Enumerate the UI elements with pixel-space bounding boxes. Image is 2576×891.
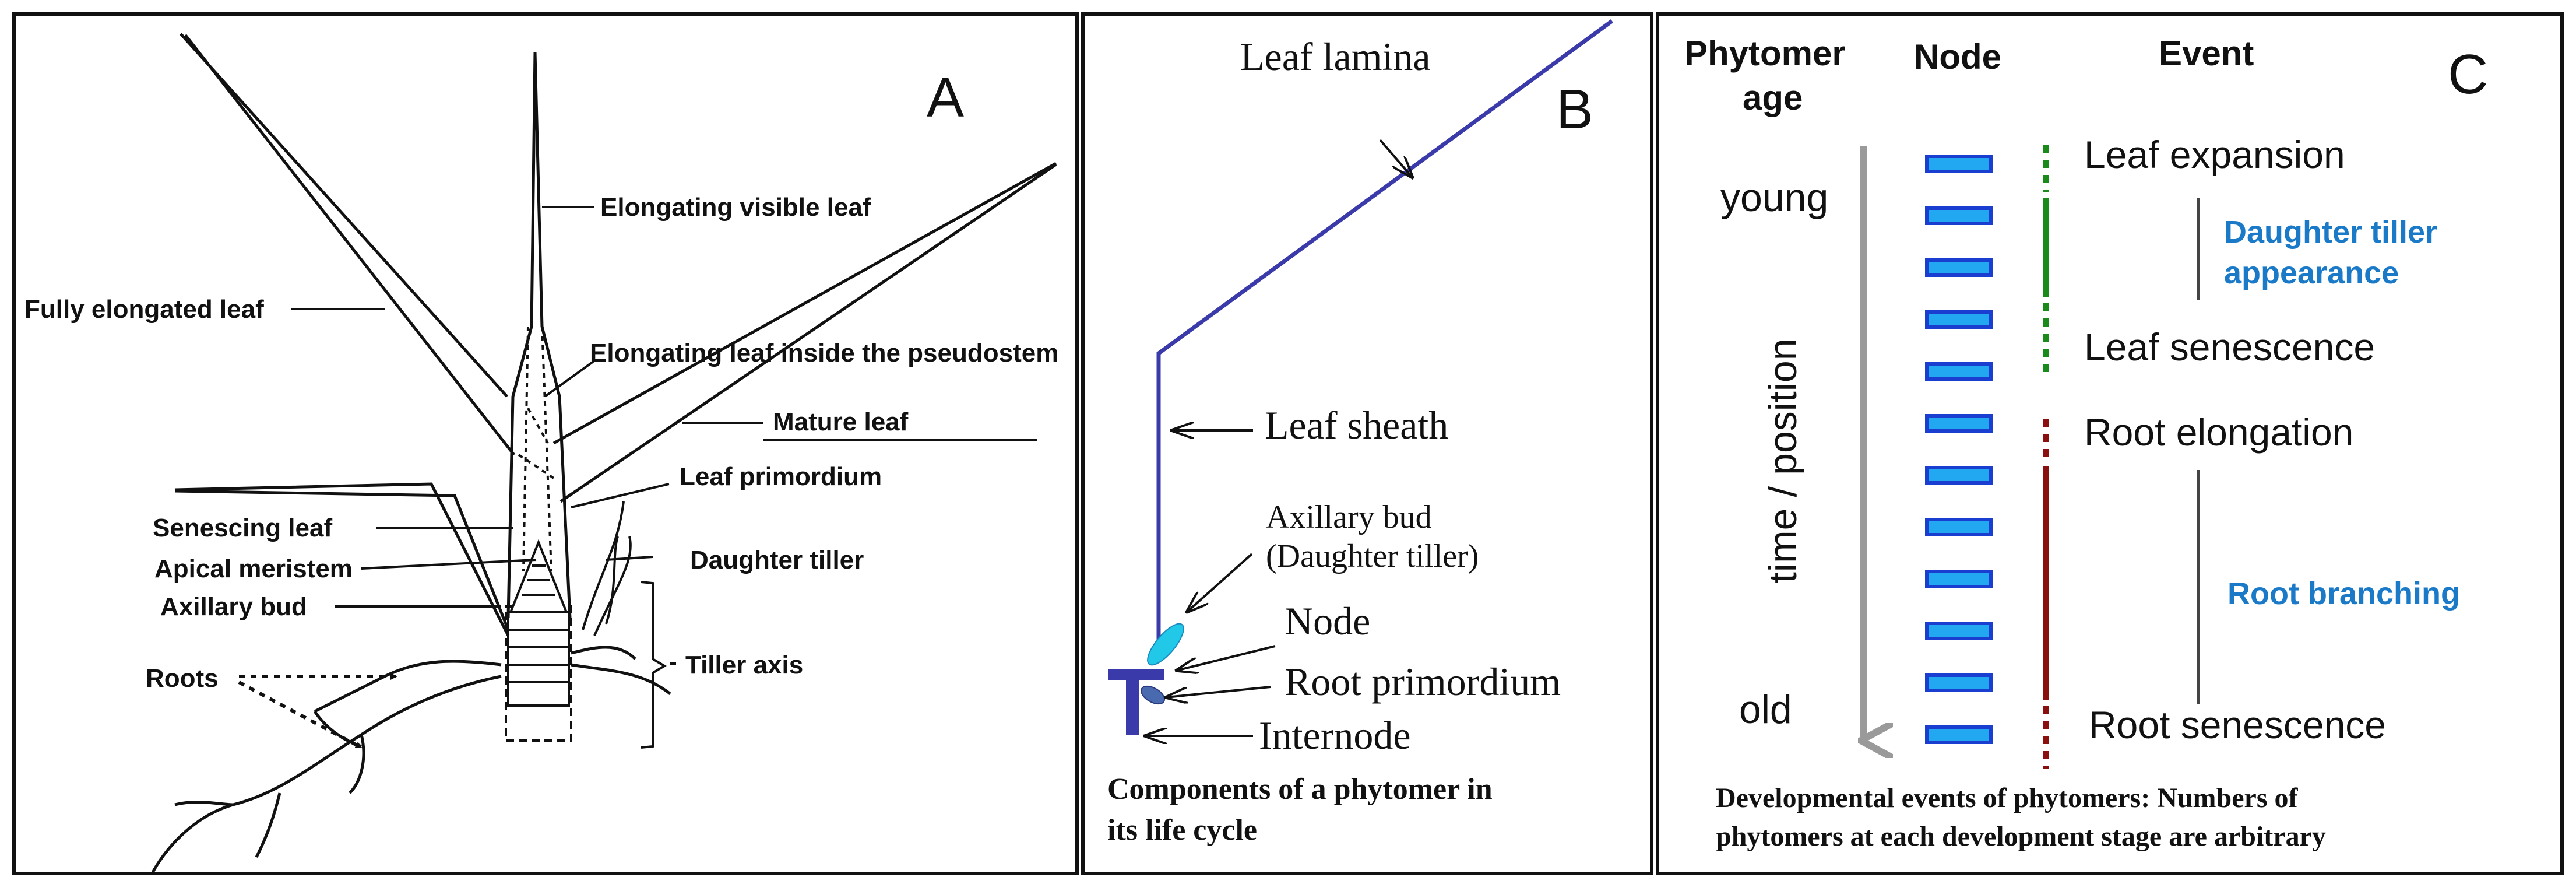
axillary-bud-shape <box>1147 623 1184 666</box>
caption-b-line1: Components of a phytomer in <box>1107 773 1493 806</box>
label-daughter-tiller-appearance-1: Daughter tiller <box>2224 215 2437 250</box>
node-marker <box>1925 673 1993 692</box>
panel-b-arrows <box>1145 139 1413 736</box>
roots-arrows <box>238 673 397 749</box>
label-apical-meristem: Apical meristem <box>154 555 353 583</box>
label-daughter-tiller: (Daughter tiller) <box>1266 538 1479 574</box>
header-age: age <box>1743 78 1803 117</box>
panel-c-frame <box>1656 12 2564 875</box>
node-stack <box>1925 155 1993 744</box>
label-daughter-tiller: Daughter tiller <box>690 546 864 574</box>
node-marker <box>1925 310 1993 329</box>
label-fully-elongated-leaf: Fully elongated leaf <box>24 295 264 324</box>
node-marker <box>1925 518 1993 536</box>
label-tiller-axis: Tiller axis <box>685 651 803 679</box>
label-young: young <box>1720 176 1828 220</box>
label-senescing-leaf: Senescing leaf <box>153 514 332 542</box>
panel-a-frame <box>12 12 1079 875</box>
label-old: old <box>1739 687 1792 732</box>
panel-a-letter: A <box>927 66 964 129</box>
root-primordium-shape <box>1141 685 1165 705</box>
panel-b-frame <box>1081 12 1653 875</box>
caption-c-line1: Developmental events of phytomers: Numbe… <box>1716 783 2299 813</box>
label-axillary-bud: Axillary bud <box>160 592 307 621</box>
panel-a: A <box>24 33 1058 876</box>
panel-b-letter: B <box>1556 78 1593 141</box>
node-marker <box>1925 206 1993 225</box>
panel-c-letter: C <box>2448 43 2488 106</box>
mature-leaf <box>552 162 1057 503</box>
label-internode: Internode <box>1259 713 1411 757</box>
node-marker <box>1925 570 1993 588</box>
header-node: Node <box>1914 37 2001 76</box>
phytomer-outline <box>1156 19 1614 647</box>
label-leaf-primordium: Leaf primordium <box>680 462 882 491</box>
node-marker <box>1925 622 1993 640</box>
time-position-label: time / position <box>1761 338 1805 583</box>
panel-b: B Leaf lamina Leaf sheath Axillary bud (… <box>1107 19 1614 847</box>
caption-c-line2: phytomers at each development stage are … <box>1716 821 2326 852</box>
label-mature-leaf: Mature leaf <box>773 408 909 436</box>
label-root-branching: Root branching <box>2227 576 2460 611</box>
event-leaf-senescence: Leaf senescence <box>2084 325 2375 369</box>
label-root-primordium: Root primordium <box>1285 660 1561 704</box>
header-event: Event <box>2159 34 2254 73</box>
label-daughter-tiller-appearance-2: appearance <box>2224 255 2399 290</box>
node-marker <box>1925 466 1993 485</box>
fully-elongated-leaf <box>180 33 515 456</box>
event-leaf-expansion: Leaf expansion <box>2084 133 2345 176</box>
tiller-axis-stack <box>505 539 572 742</box>
caption-b-line2: its life cycle <box>1107 813 1257 847</box>
label-elongating-inside: Elongating leaf inside the pseudostem <box>590 339 1058 367</box>
event-root-senescence: Root senescence <box>2089 703 2386 746</box>
inner-leaf-dotted <box>518 326 555 572</box>
elongating-visible-leaf <box>506 52 572 619</box>
label-axillary-bud: Axillary bud <box>1266 499 1432 535</box>
tiller-axis-brace <box>641 581 667 749</box>
node-marker <box>1925 414 1993 433</box>
label-node: Node <box>1285 599 1370 643</box>
roots <box>150 646 671 876</box>
node-marker <box>1925 258 1993 277</box>
daughter-tiller <box>582 501 632 636</box>
panel-a-leaders <box>291 206 1037 665</box>
label-leaf-lamina: Leaf lamina <box>1240 34 1431 79</box>
event-root-elongation: Root elongation <box>2084 411 2353 454</box>
panel-c: C Phytomer age Node Event young old time… <box>1684 34 2488 852</box>
label-elongating-visible-leaf: Elongating visible leaf <box>600 193 871 222</box>
node-marker <box>1925 725 1993 744</box>
node-marker <box>1925 362 1993 381</box>
label-leaf-sheath: Leaf sheath <box>1265 403 1448 447</box>
label-roots: Roots <box>146 664 219 693</box>
senescing-leaf <box>174 482 510 637</box>
internode-shape <box>1108 669 1164 735</box>
node-marker <box>1925 155 1993 173</box>
header-phytomer: Phytomer <box>1684 34 1846 73</box>
